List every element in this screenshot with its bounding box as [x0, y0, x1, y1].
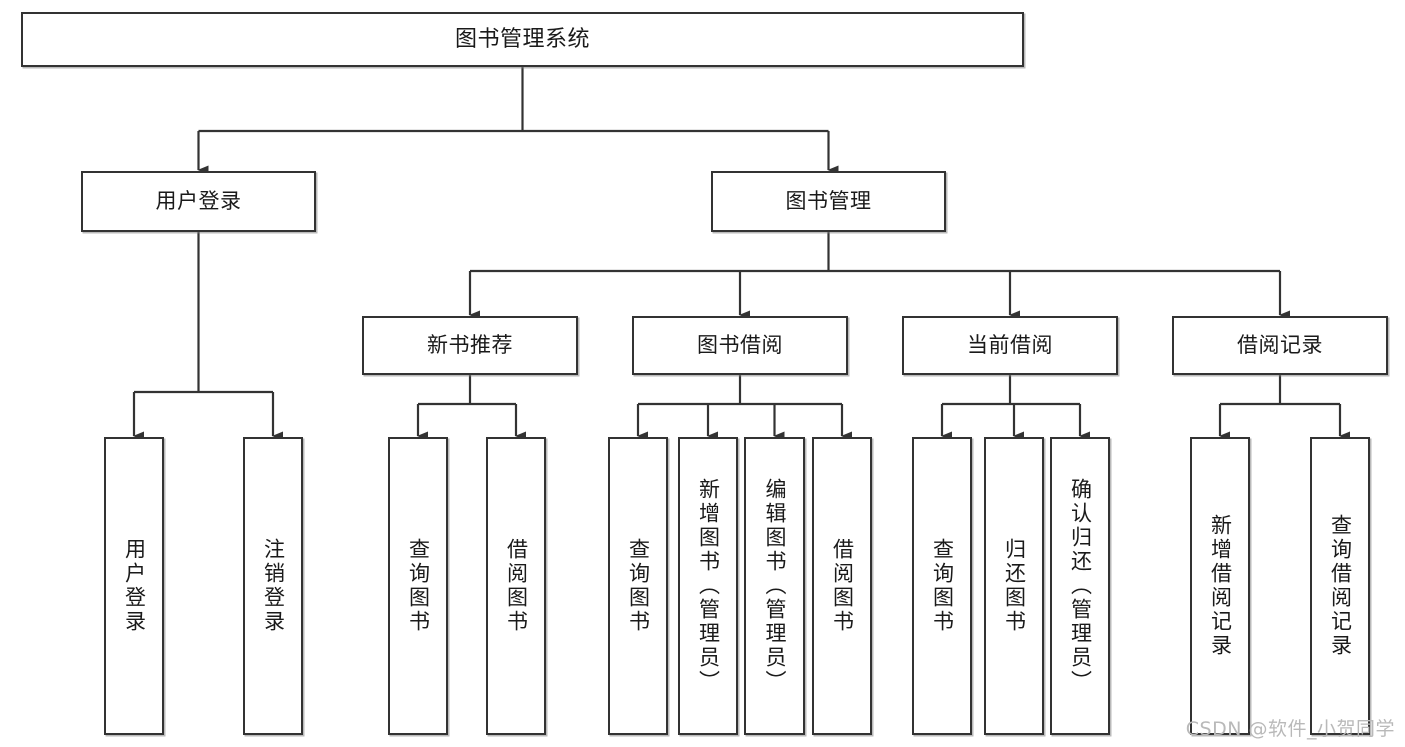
- node-label: 借阅图书: [504, 538, 529, 634]
- node-label: 用户登录: [155, 189, 242, 214]
- node-label: 借阅图书: [830, 538, 855, 634]
- node-label: 新书推荐: [427, 333, 513, 358]
- node-label: 查询图书: [626, 538, 651, 634]
- node-label: 归还图书: [1002, 538, 1027, 634]
- node-newbook[interactable]: 新书推荐: [362, 316, 578, 375]
- node-label: 编辑图书（管理员）: [763, 478, 787, 694]
- node-records[interactable]: 借阅记录: [1172, 316, 1388, 375]
- node-label: 查询图书: [930, 538, 955, 634]
- node-leaf-new-borrow[interactable]: 借阅图书: [486, 437, 546, 735]
- node-bookmgmt[interactable]: 图书管理: [711, 171, 946, 232]
- node-leaf-user-logout[interactable]: 注销登录: [243, 437, 303, 735]
- node-label: 图书管理: [785, 189, 872, 214]
- node-label: 查询借阅记录: [1328, 514, 1353, 658]
- node-leaf-cur-return[interactable]: 归还图书: [984, 437, 1044, 735]
- node-leaf-rec-add[interactable]: 新增借阅记录: [1190, 437, 1250, 735]
- node-login[interactable]: 用户登录: [81, 171, 316, 232]
- node-label: 当前借阅: [967, 333, 1053, 358]
- node-label: 注销登录: [261, 538, 286, 634]
- node-leaf-cur-query[interactable]: 查询图书: [912, 437, 972, 735]
- node-label: 新增借阅记录: [1208, 514, 1233, 658]
- node-current[interactable]: 当前借阅: [902, 316, 1118, 375]
- node-leaf-new-query[interactable]: 查询图书: [388, 437, 448, 735]
- node-leaf-cur-confirm[interactable]: 确认归还（管理员）: [1050, 437, 1110, 735]
- node-label: 借阅记录: [1237, 333, 1323, 358]
- node-leaf-rec-query[interactable]: 查询借阅记录: [1310, 437, 1370, 735]
- node-leaf-borrow-query[interactable]: 查询图书: [608, 437, 668, 735]
- node-label: 查询图书: [406, 538, 431, 634]
- node-leaf-user-login[interactable]: 用户登录: [104, 437, 164, 735]
- node-leaf-borrow-edit[interactable]: 编辑图书（管理员）: [744, 437, 805, 735]
- node-label: 确认归还（管理员）: [1068, 478, 1093, 694]
- node-label: 新增图书（管理员）: [696, 478, 721, 694]
- node-leaf-borrow-add[interactable]: 新增图书（管理员）: [678, 437, 738, 735]
- csdn-watermark: CSDN @软件_小贺同学: [1185, 718, 1395, 740]
- node-borrow[interactable]: 图书借阅: [632, 316, 848, 375]
- node-label: 图书借阅: [697, 333, 783, 358]
- node-label: 用户登录: [122, 538, 147, 634]
- node-leaf-borrow-do[interactable]: 借阅图书: [812, 437, 872, 735]
- node-label: 图书管理系统: [454, 26, 590, 52]
- node-root[interactable]: 图书管理系统: [21, 12, 1024, 67]
